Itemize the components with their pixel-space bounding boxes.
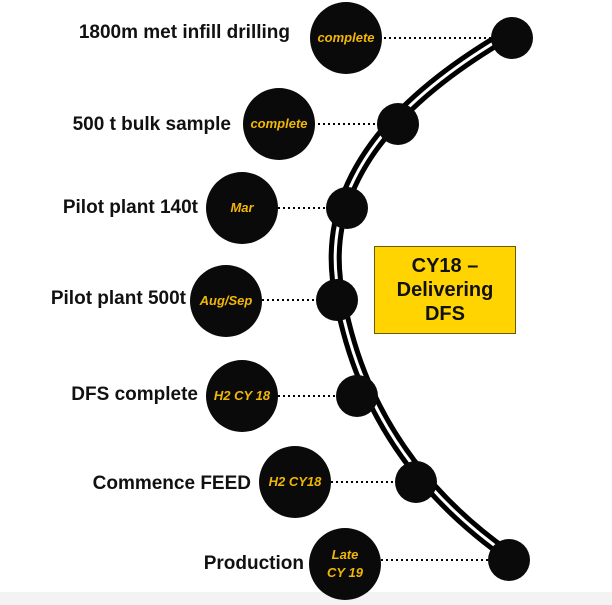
timeline-node-5 [395, 461, 437, 503]
callout-text: CY18 – Delivering DFS [396, 255, 494, 325]
status-badge: complete [310, 2, 382, 74]
status-text: complete [317, 30, 375, 45]
milestone-label: Production [203, 553, 304, 574]
timeline-node-6 [488, 539, 530, 581]
bottom-strip [0, 592, 612, 605]
status-badge: Late CY 19 [309, 528, 381, 600]
status-badge: Aug/Sep [190, 265, 262, 337]
status-badge: H2 CY 18 [206, 360, 278, 432]
status-badge: Mar [206, 172, 278, 244]
status-text: Mar [230, 200, 254, 215]
status-badge: complete [243, 88, 315, 160]
timeline-nodes [316, 17, 533, 581]
milestone-label: Commence FEED [92, 473, 251, 494]
timeline-node-0 [491, 17, 533, 59]
milestone-label: 500 t bulk sample [72, 114, 231, 135]
status-text: H2 CY18 [268, 474, 322, 489]
timeline-node-1 [377, 103, 419, 145]
status-text: complete [250, 116, 308, 131]
timeline-node-4 [336, 375, 378, 417]
status-badge: H2 CY18 [259, 446, 331, 518]
status-text: Aug/Sep [199, 293, 253, 308]
timeline-node-2 [326, 187, 368, 229]
callout-box: CY18 – Delivering DFS [374, 246, 516, 334]
timeline-node-3 [316, 279, 358, 321]
milestone-label: 1800m met infill drilling [78, 22, 290, 43]
milestone-label: Pilot plant 500t [50, 288, 186, 309]
milestone-label: DFS complete [71, 384, 198, 405]
status-text: H2 CY 18 [213, 388, 271, 403]
status-text: Late CY 19 [327, 547, 363, 580]
milestone-label: Pilot plant 140t [62, 197, 198, 218]
